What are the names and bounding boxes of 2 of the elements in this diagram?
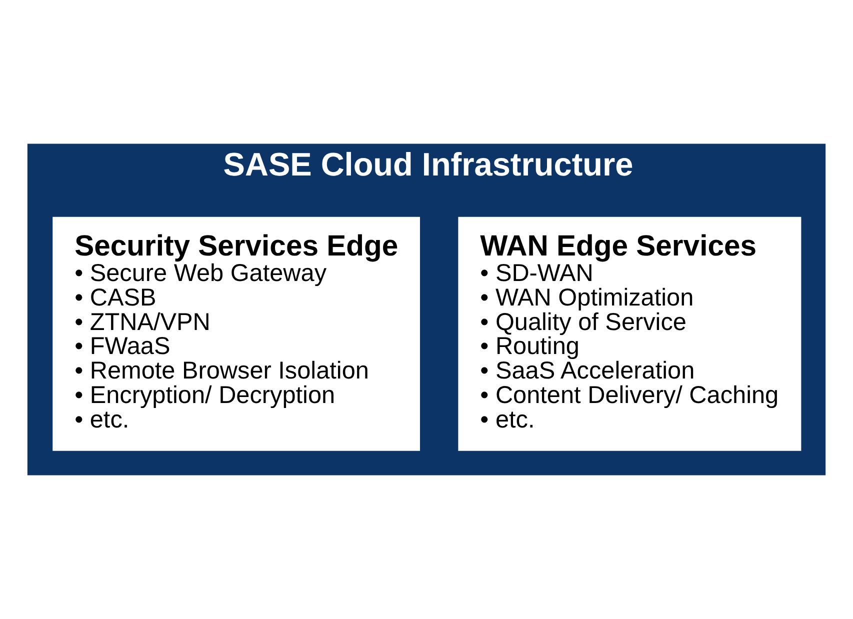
node-box: Security Services Edge • Secure Web Gateway • CASB • ZTNA/VPN • FWaaS • Remote Browser Isolation • Encryption/ Decryption • etc. [51, 215, 422, 453]
node-box: WAN Edge Services • SD-WAN • WAN Optimization • Quality of Service • Routing • SaaS Acceleration • Content Delivery/ Caching • etc. [456, 215, 803, 453]
